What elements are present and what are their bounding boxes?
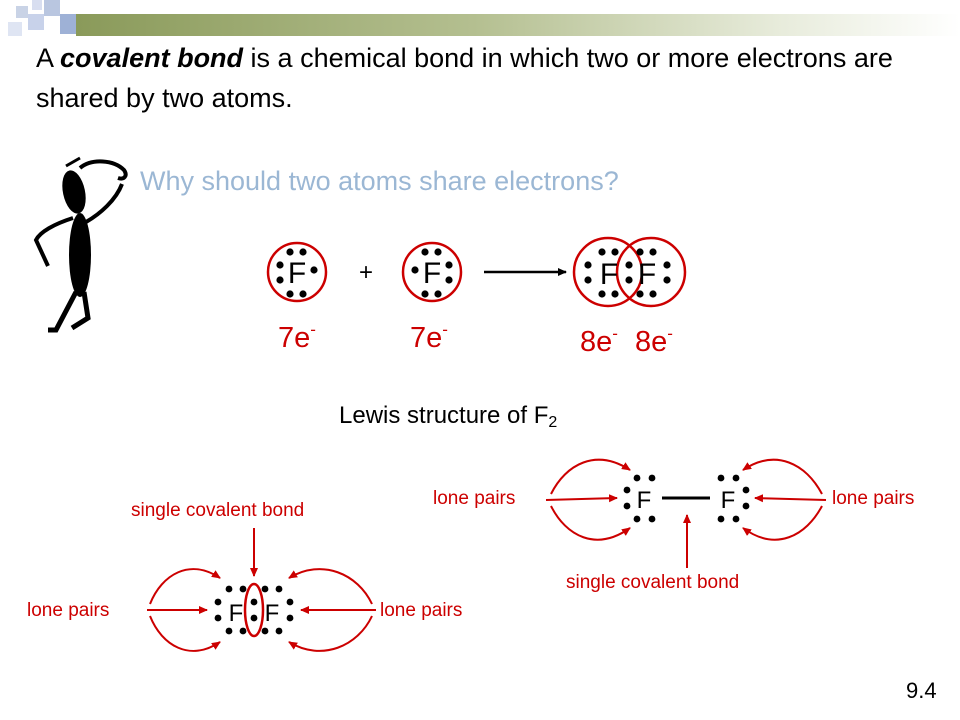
svg-text:F: F — [265, 600, 280, 627]
slide-title: A covalent bond is a chemical bond in wh… — [36, 43, 893, 113]
svg-text:F: F — [721, 487, 736, 514]
fluorine-molecule: F F — [572, 236, 687, 308]
lone-pairs-label-right-b: lone pairs — [832, 488, 915, 509]
fluorine-atom-1: F — [266, 241, 328, 303]
svg-text:F: F — [637, 487, 652, 514]
svg-text:F: F — [229, 600, 244, 627]
single-bond-label-right: single covalent bond — [566, 572, 740, 593]
single-bond-label-left: single covalent bond — [131, 500, 305, 521]
lone-pairs-label-left-b: lone pairs — [380, 600, 463, 621]
question-text: Why should two atoms share electrons? — [140, 166, 619, 196]
lewis-structure-shared-pair: F F — [147, 528, 376, 652]
lone-pairs-label-left-a: lone pairs — [27, 600, 110, 621]
svg-text:F: F — [288, 257, 306, 290]
reaction-diagram: F + F F F — [266, 236, 687, 308]
corner-squares-decoration — [8, 0, 76, 36]
thinking-stick-figure-icon — [33, 156, 128, 333]
svg-text:F: F — [638, 258, 656, 291]
slide-number: 9.4 — [906, 678, 937, 703]
lewis-structure-bond-line: F F — [545, 458, 827, 568]
title-emphasis: covalent bond — [60, 43, 244, 73]
svg-text:F: F — [600, 258, 618, 291]
lewis-structure-title: Lewis structure of F2 — [339, 402, 558, 431]
fluorine-atom-2: F — [401, 241, 463, 303]
plus-sign: + — [359, 259, 373, 286]
electron-count-molecule-right: 8e- — [635, 324, 673, 358]
electron-count-atom-1: 7e- — [278, 320, 316, 354]
header-bar — [76, 14, 960, 36]
svg-text:F: F — [423, 257, 441, 290]
electron-count-molecule-left: 8e- — [580, 324, 618, 358]
electron-count-atom-2: 7e- — [410, 320, 448, 354]
lone-pairs-label-right-a: lone pairs — [433, 488, 516, 509]
